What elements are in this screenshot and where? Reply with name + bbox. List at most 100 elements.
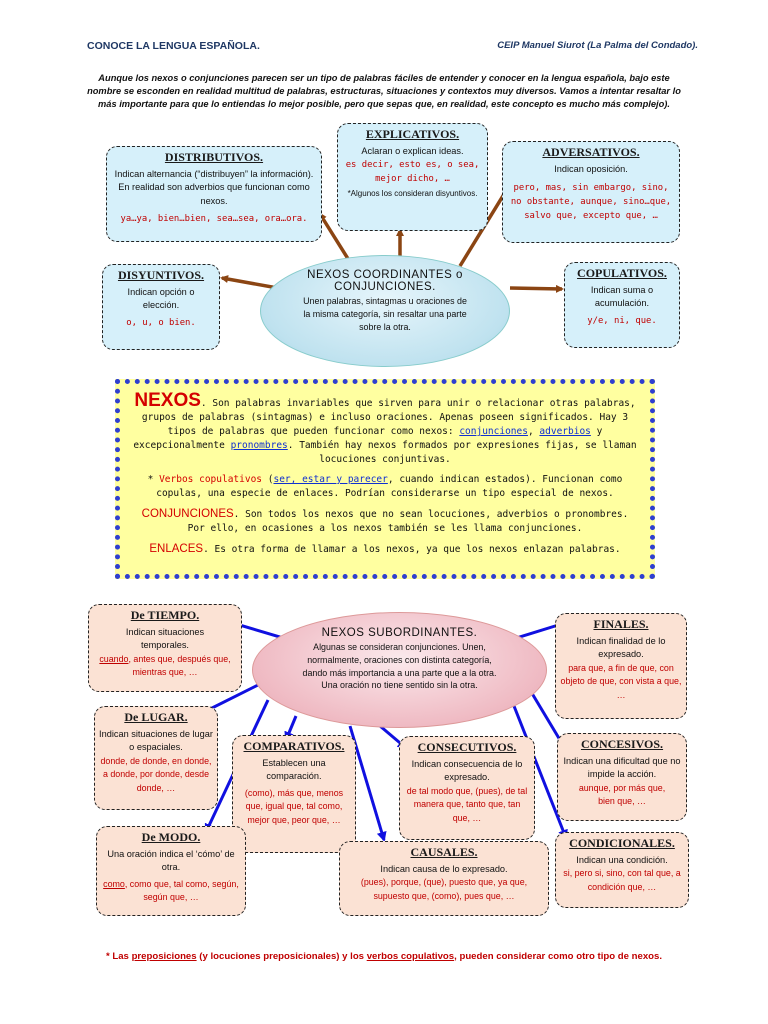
- footer-text-c: , pueden considerar como otro tipo de ne…: [454, 951, 663, 962]
- nexos-text-c: . También hay nexos formados por expresi…: [287, 440, 637, 465]
- consecutivos-title: CONSECUTIVOS.: [417, 740, 517, 754]
- lugar-examples: donde, de donde, en donde, a donde, por …: [100, 755, 212, 793]
- explicativos-note: *Algunos los consideran disyuntivos.: [347, 189, 478, 198]
- finales-box: FINALES. Indican finalidad de lo expresa…: [555, 613, 687, 719]
- conjunciones-link: conjunciones: [459, 426, 528, 437]
- causales-title: CAUSALES.: [410, 845, 478, 859]
- comparativos-title: COMPARATIVOS.: [243, 739, 345, 753]
- modo-desc: Una oración indica el ‘cómo’ de otra.: [107, 848, 235, 873]
- verbos-paragraph: * Verbos copulativos (ser, estar y parec…: [132, 473, 638, 501]
- adversativos-examples: pero, mas, sin embargo, sino, no obstant…: [510, 183, 672, 221]
- subordinantes-desc: Algunas se consideran conjunciones. Unen…: [302, 642, 497, 691]
- footer-text-b: (y locuciones preposicionales) y los: [196, 951, 367, 962]
- lugar-desc: Indican situaciones de lugar o espaciale…: [99, 728, 213, 753]
- explicativos-examples: es decir, esto es, o sea, mejor dicho, …: [345, 160, 480, 184]
- comparativos-desc: Establecen una comparación.: [262, 757, 326, 782]
- tiempo-box: De TIEMPO. Indican situaciones temporale…: [88, 604, 242, 692]
- modo-examples-rest: , como que, tal como, según, según que, …: [124, 878, 239, 903]
- concesivos-examples: aunque, por más que, bien que, …: [578, 782, 666, 807]
- coordinantes-ellipse: NEXOS COORDINANTES o CONJUNCIONES. Unen …: [260, 255, 510, 367]
- arrow-to-distributivos: [318, 212, 352, 263]
- concesivos-box: CONCESIVOS. Indican una dificultad que n…: [557, 733, 687, 821]
- verbos-text-a: (: [262, 474, 274, 485]
- modo-examples: como, como que, tal como, según, según q…: [101, 878, 241, 905]
- consecutivos-examples: de tal modo que, (pues), de tal manera q…: [406, 785, 528, 823]
- finales-title: FINALES.: [593, 617, 649, 631]
- causales-box: CAUSALES. Indican causa de lo expresado.…: [339, 841, 549, 916]
- lugar-box: De LUGAR. Indican situaciones de lugar o…: [94, 706, 218, 810]
- tiempo-title: De TIEMPO.: [130, 608, 200, 622]
- modo-example-como: como: [103, 878, 125, 889]
- footer-text-a: * Las: [105, 951, 132, 962]
- nexos-text-comma: ,: [527, 426, 540, 437]
- nexos-definition-box: NEXOS. Son palabras invariables que sirv…: [115, 379, 655, 579]
- coordinantes-desc: Unen palabras, sintagmas u oraciones de …: [303, 296, 467, 332]
- copulativos-desc: Indican suma o acumulación.: [590, 284, 654, 309]
- finales-examples: para que, a fin de que, con objeto de qu…: [560, 662, 682, 700]
- conjunciones-heading: CONJUNCIONES: [141, 508, 234, 520]
- condicionales-box: CONDICIONALES. Indican una condición. si…: [555, 832, 689, 908]
- enlaces-heading: ENLACES: [149, 543, 204, 555]
- tiempo-desc: Indican situaciones temporales.: [125, 626, 205, 651]
- comparativos-examples: (como), más que, menos que, igual que, t…: [244, 787, 344, 825]
- conjunciones-text: . Son todos los nexos que no sean locuci…: [187, 509, 629, 534]
- condicionales-title: CONDICIONALES.: [569, 836, 675, 850]
- arrow-to-condicionales: [512, 705, 568, 840]
- lugar-title: De LUGAR.: [124, 710, 188, 724]
- tiempo-examples: cuando, antes que, después que, mientras…: [93, 653, 237, 680]
- footer-preposiciones: preposiciones: [131, 951, 197, 962]
- verbos-copulativos-term: Verbos copulativos: [159, 474, 263, 485]
- enlaces-text: . Es otra forma de llamar a los nexos, y…: [203, 544, 621, 555]
- verbos-star: *: [147, 474, 160, 485]
- disyuntivos-box: DISYUNTIVOS. Indican opción o elección. …: [102, 264, 220, 350]
- distributivos-examples: ya…ya, bien…bien, sea…sea, ora…ora.: [120, 214, 308, 224]
- pronombres-link: pronombres: [230, 440, 288, 451]
- causales-desc: Indican causa de lo expresado.: [380, 863, 508, 874]
- concesivos-title: CONCESIVOS.: [580, 737, 664, 751]
- adversativos-title: ADVERSATIVOS.: [542, 145, 640, 159]
- copulativos-examples: y/e, ni, que.: [587, 315, 657, 326]
- adverbios-link: adverbios: [539, 426, 591, 437]
- causales-examples: (pues), porque, (que), puesto que, ya qu…: [360, 877, 528, 901]
- comparativos-box: COMPARATIVOS. Establecen una comparación…: [232, 735, 356, 853]
- copulativos-box: COPULATIVOS. Indican suma o acumulación.…: [564, 262, 680, 348]
- enlaces-paragraph: ENLACES. Es otra forma de llamar a los n…: [132, 542, 638, 557]
- condicionales-examples: si, pero si, sino, con tal que, a condic…: [563, 868, 681, 892]
- tiempo-examples-rest: , antes que, después que, mientras que, …: [128, 653, 231, 678]
- nexos-text-b: y excepcionalmente: [133, 426, 603, 451]
- consecutivos-box: CONSECUTIVOS. Indican consecuencia de lo…: [399, 736, 535, 840]
- subordinantes-ellipse: NEXOS SUBORDINANTES. Algunas se consider…: [252, 612, 547, 728]
- adversativos-desc: Indican oposición.: [554, 163, 628, 174]
- coordinantes-title-2: CONJUNCIONES.: [334, 281, 436, 293]
- consecutivos-desc: Indican consecuencia de lo expresado.: [411, 758, 523, 783]
- conjunciones-paragraph: CONJUNCIONES. Son todos los nexos que no…: [132, 507, 638, 536]
- distributivos-title: DISTRIBUTIVOS.: [164, 150, 264, 164]
- arrow-to-copulativos: [509, 284, 564, 293]
- nexos-paragraph: NEXOS. Son palabras invariables que sirv…: [132, 391, 638, 467]
- distributivos-box: DISTRIBUTIVOS. Indican alternancia (“dis…: [106, 146, 322, 242]
- disyuntivos-examples: o, u, o bien.: [126, 317, 196, 328]
- modo-title: De MODO.: [141, 830, 201, 844]
- nexos-heading: NEXOS: [134, 390, 201, 411]
- verbos-list: ser, estar y parecer: [273, 474, 388, 485]
- subordinantes-title: NEXOS SUBORDINANTES.: [321, 627, 478, 639]
- footer-note: * Las preposiciones (y locuciones prepos…: [0, 951, 768, 962]
- header-school: CEIP Manuel Siurot (La Palma del Condado…: [497, 40, 698, 51]
- intro-paragraph: Aunque los nexos o conjunciones parecen …: [87, 73, 681, 109]
- finales-desc: Indican finalidad de lo expresado.: [576, 635, 666, 660]
- distributivos-desc: Indican alternancia (“distribuyen” la in…: [114, 168, 314, 206]
- adversativos-box: ADVERSATIVOS. Indican oposición. pero, m…: [502, 141, 680, 243]
- modo-box: De MODO. Una oración indica el ‘cómo’ de…: [96, 826, 246, 916]
- concesivos-desc: Indican una dificultad que no impide la …: [563, 755, 681, 780]
- explicativos-title: EXPLICATIVOS.: [365, 127, 460, 141]
- tiempo-example-cuando: cuando: [99, 653, 129, 664]
- condicionales-desc: Indican una condición.: [576, 854, 668, 865]
- explicativos-desc: Aclaran o explican ideas.: [361, 145, 464, 156]
- nexos-text-a: . Son palabras invariables que sirven pa…: [141, 398, 636, 437]
- header-title: CONOCE LA LENGUA ESPAÑOLA.: [87, 40, 260, 52]
- coordinantes-title-1: NEXOS COORDINANTES o: [307, 269, 463, 281]
- footer-verbos-copulativos: verbos copulativos: [366, 951, 455, 962]
- disyuntivos-desc: Indican opción o elección.: [127, 286, 195, 311]
- explicativos-box: EXPLICATIVOS. Aclaran o explican ideas. …: [337, 123, 488, 231]
- copulativos-title: COPULATIVOS.: [577, 266, 667, 280]
